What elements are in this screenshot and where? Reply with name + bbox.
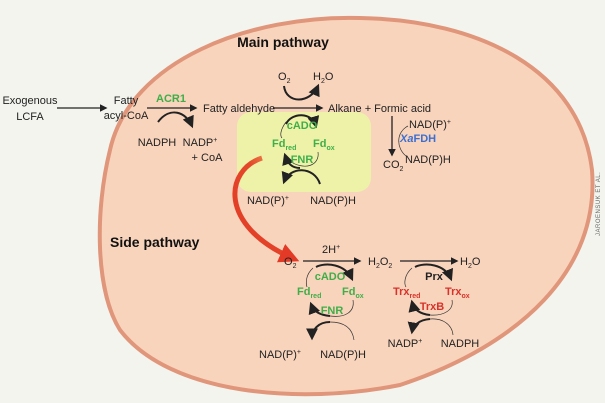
side-cado-cycle [305,267,314,288]
cado-cycle [280,121,287,139]
trx-ox-label: Trxox [445,286,470,300]
side-fd-ox-label: Fdox [342,286,364,300]
main-pathway-title: Main pathway [237,34,329,50]
acr1-enzyme: ACR1 [156,93,186,105]
acyl-coa-label: acyl-CoA [104,110,149,122]
trx-red-label: Trxred [393,286,420,300]
side-nadp-h-label: NAD(P)H [320,349,366,361]
alkane-formic-label: Alkane + Formic acid [328,103,431,115]
side-fnr-enzyme: FNR [321,305,344,317]
side-nadp-plus-label: NADP+ [388,338,423,350]
o2-h2o-arrow [283,83,320,101]
trxb-enzyme: TrxB [420,301,445,313]
prx-cycle [404,267,413,288]
fd-red-label: Fdred [272,138,296,152]
exogenous-label: Exogenous [2,95,58,107]
fatty-aldehyde-label: Fatty aldehyde [203,103,275,115]
side-o2-label: O2 [284,256,297,270]
cado-enzyme: cADO [287,120,318,132]
side-cado-arrow [315,263,354,282]
side-fnr-arrow [308,301,331,317]
fatty-label: Fatty [114,95,139,107]
trxb-nadp-curve [429,318,454,336]
nadp-arrow [281,169,321,185]
side-fd-red-label: Fdred [297,286,321,300]
cell-membrane [97,15,595,397]
fdh-nadp-ox-label: NAD(P)+ [409,119,451,131]
side-h2o-label: H2O [460,256,481,270]
fdh-cofactor-curve [398,125,409,157]
lcfa-label: LCFA [16,111,44,123]
side-nadp-curve [329,321,355,341]
h-plus-label: 2H+ [322,244,340,256]
h2o-label: H2O [313,71,334,85]
fd-ox-label: Fdox [313,138,335,152]
prx-enzyme: Prx [425,271,444,283]
side-nadp-arrow [306,321,331,341]
nadp-h-label: NAD(P)H [310,195,356,207]
trxb-cycle [429,299,453,316]
credit-text: JAROENSUK ET AL. [596,172,602,236]
nadp-ox-label: NAD(P)+ [247,195,289,207]
fnr-arrow [282,152,301,169]
chloroplast-box [237,112,371,192]
cado-arrow [285,114,320,129]
side-nadph-label: NADPH [441,338,480,350]
side-nadp-ox-label: NAD(P)+ [259,349,301,361]
coa-label: + CoA [192,152,224,164]
nadph-label: NADPH [138,137,177,149]
co2-label: CO2 [383,159,404,173]
side-fnr-cycle [329,299,354,317]
side-pathway-title: Side pathway [110,234,200,250]
side-cado-enzyme: cADO [315,271,346,283]
xafdh-enzyme: XaFDH [399,133,436,145]
o2-label: O2 [278,71,291,85]
side-pathway-arrow [232,155,300,263]
cofactor-arrow-acr1 [157,111,194,129]
trxb-arrow [408,299,431,316]
fdh-nadp-h-label: NAD(P)H [405,154,451,166]
nadp-plus-label: NADP+ [183,137,218,149]
h2o2-label: H2O2 [368,256,392,270]
trxb-nadp-arrow [407,318,431,335]
fnr-enzyme: FNR [291,154,314,166]
prx-arrow [414,263,453,282]
